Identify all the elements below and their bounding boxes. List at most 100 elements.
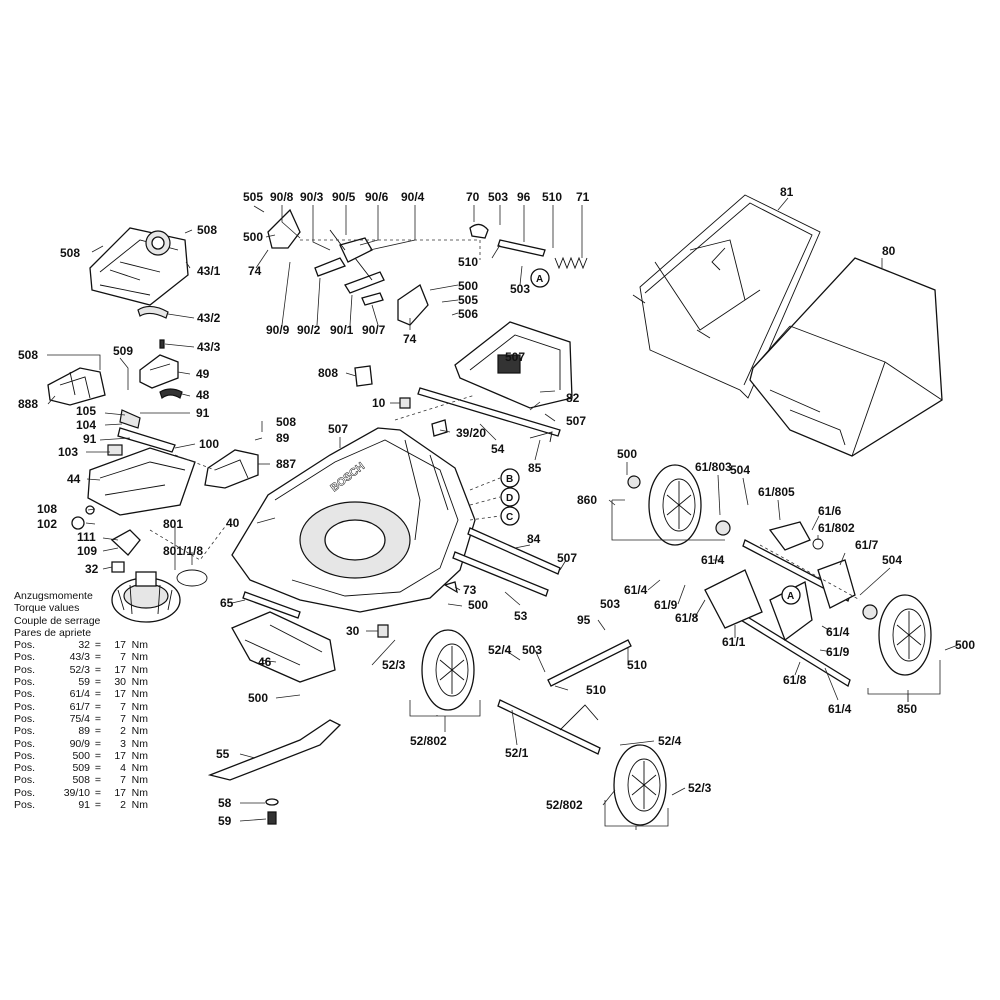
callout-801: 801 [163,517,183,531]
torque-pos-cell: Pos. [14,688,36,701]
callout-504: 504 [730,463,750,477]
callout-61-805: 61/805 [758,485,795,499]
height-adjust-assembly [267,208,429,326]
callout-506: 506 [458,307,478,321]
reference-markers [500,268,801,605]
torque-unit: Nm [131,651,148,664]
callout-85: 85 [528,461,542,475]
callout-61-6: 61/6 [818,504,842,518]
lever-100 [117,409,176,453]
rod-53 [452,551,549,597]
callout-89: 89 [276,431,290,445]
torque-unit: Nm [131,799,148,812]
torque-unit: Nm [131,762,148,775]
wheel-rear-right [878,594,932,676]
callout-507: 507 [328,422,348,436]
callout-49: 49 [196,367,210,381]
callout-100: 100 [199,437,219,451]
callout-61-9: 61/9 [654,598,678,612]
callout-52-802-b: 52/802 [546,798,583,812]
ring-801-1-8 [176,569,208,587]
torque-part-number: 89 [78,725,90,738]
label-808 [354,365,373,387]
bracket-887 [204,449,259,489]
switch-housing-44 [87,444,196,516]
callout-10: 10 [372,396,386,410]
torque-pos-cell: Pos. [14,799,36,812]
rod-84 [467,527,561,575]
callout-90-5: 90/5 [332,190,356,204]
callout-90-3: 90/3 [300,190,324,204]
callout-61-8: 61/8 [675,611,699,625]
callout-43-3: 43/3 [197,340,221,354]
torque-value: 7 [120,700,126,713]
torque-part-number: 52/3 [69,663,90,676]
callout-52-3-b: 52/3 [688,781,712,795]
nut-32 [111,561,125,573]
torque-part-number: 61/4 [69,688,90,701]
motor-801 [111,571,181,623]
callout-507-c: 507 [566,414,586,428]
torque-pos-cell: Pos. [14,774,36,787]
torque-pos-cell: Pos. [14,676,36,689]
torque-unit: Nm [131,725,148,738]
callout-39-20: 39/20 [456,426,486,440]
screw-43-3 [159,339,165,349]
part-30 [377,624,389,638]
callout-61-803: 61/803 [695,460,732,474]
torque-unit: Nm [131,786,148,799]
torque-header-en: Torque values [14,602,80,615]
torque-unit: Nm [131,737,148,750]
callout-887: 887 [276,457,296,471]
callout-860: 860 [577,493,597,507]
grass-box-frame [632,194,821,399]
callout-84: 84 [527,532,541,546]
callout-808: 808 [318,366,338,380]
torque-pos-cell: Pos. [14,663,36,676]
callout-888: 888 [18,397,38,411]
torque-equals: = [94,774,102,787]
torque-equals: = [94,651,102,664]
torque-equals: = [94,799,102,812]
callout-73: 73 [463,583,477,597]
marker-a: A [536,274,543,285]
callout-44: 44 [67,472,81,486]
torque-value: 17 [114,663,126,676]
torque-part-number: 500 [72,749,90,762]
callout-508-c: 508 [18,348,38,362]
marker-c: C [506,512,513,523]
callout-503: 503 [488,190,508,204]
callout-52-802: 52/802 [410,734,447,748]
callout-503-c: 503 [522,643,542,657]
callout-80: 80 [882,244,896,258]
torque-equals: = [94,663,102,676]
guard-46 [231,611,336,683]
callout-65: 65 [220,596,234,610]
callout-95: 95 [577,613,591,627]
torque-pos-cell: Pos. [14,712,36,725]
torque-equals: = [94,737,102,750]
callout-510-c: 510 [627,658,647,672]
torque-value: 30 [114,676,126,689]
callout-43-1: 43/1 [197,264,221,278]
torque-unit: Nm [131,639,148,652]
cable-guide [137,305,169,319]
callout-850: 850 [897,702,917,716]
torque-unit: Nm [131,688,148,701]
callout-96: 96 [517,190,531,204]
torque-equals: = [94,700,102,713]
wheel-front-right [613,744,667,826]
part-111-109 [110,529,141,556]
callout-61-4-c: 61/4 [826,625,850,639]
torque-part-number: 91 [78,799,90,812]
